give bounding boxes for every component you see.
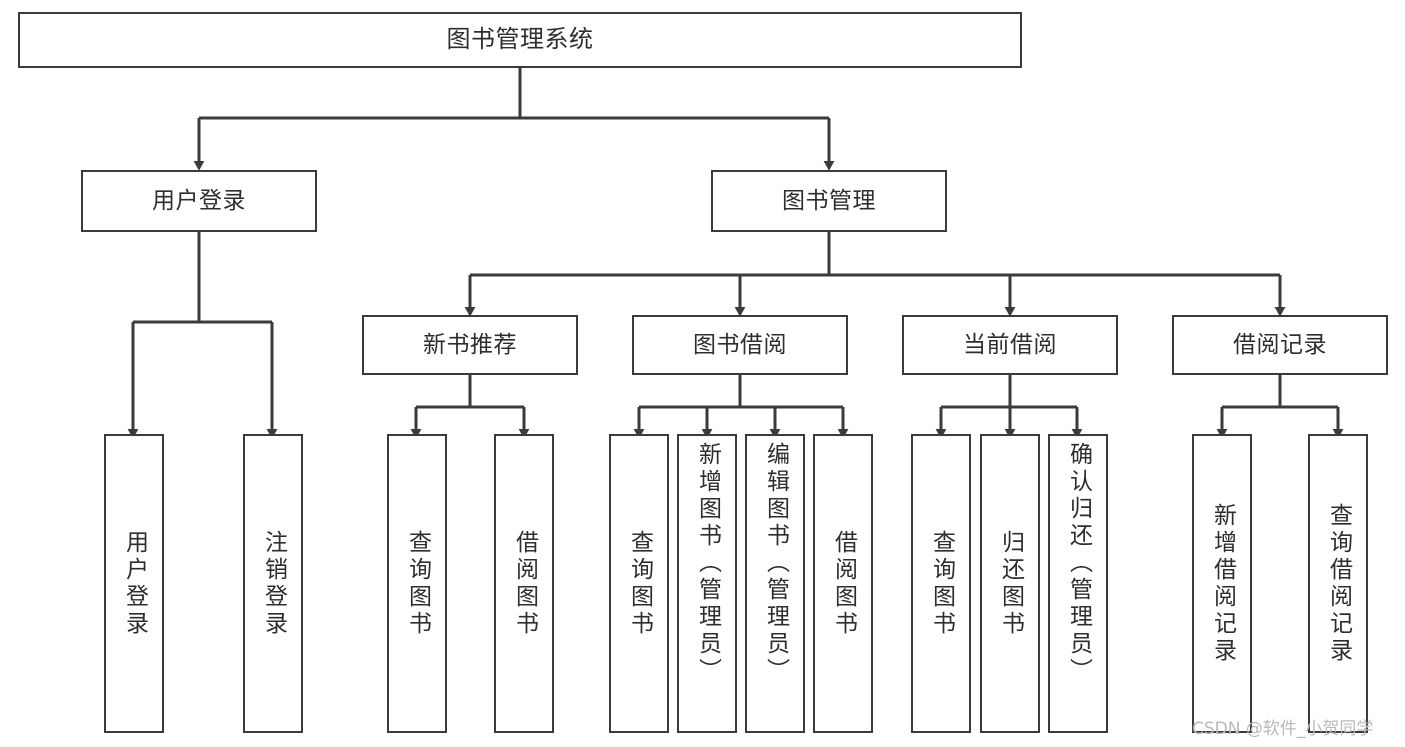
node-new-book-recommend[interactable]: 新书推荐 [362, 315, 578, 375]
leaf-book-borrow-query-book[interactable]: 查询图书 [609, 434, 669, 733]
leaf-user-login-logout[interactable]: 注销登录 [243, 434, 303, 733]
node-user-login[interactable]: 用户登录 [81, 170, 317, 232]
node-book-management[interactable]: 图书管理 [711, 170, 947, 232]
node-label: 用户登录 [121, 529, 148, 638]
node-label: 查询图书 [626, 529, 653, 638]
node-borrow-record[interactable]: 借阅记录 [1172, 315, 1388, 375]
leaf-book-borrow-edit-book-admin[interactable]: 编辑图书（管理员） [745, 434, 805, 733]
node-label: 借阅图书 [830, 529, 857, 638]
leaf-book-borrow-borrow-book[interactable]: 借阅图书 [813, 434, 873, 733]
node-label: 当前借阅 [963, 331, 1057, 358]
leaf-user-login-login[interactable]: 用户登录 [104, 434, 164, 733]
node-current-borrow[interactable]: 当前借阅 [902, 315, 1118, 375]
node-label: 借阅图书 [511, 529, 538, 638]
node-label: 注销登录 [260, 529, 287, 638]
node-label: 归还图书 [997, 529, 1024, 638]
node-label: 查询图书 [404, 529, 431, 638]
node-label: 图书管理系统 [446, 25, 594, 54]
node-label: 用户登录 [152, 187, 246, 214]
leaf-current-borrow-query-book[interactable]: 查询图书 [911, 434, 971, 733]
node-label: 新书推荐 [423, 331, 517, 358]
node-label: 查询图书 [928, 529, 955, 638]
node-label: 图书管理 [782, 187, 876, 214]
leaf-current-borrow-confirm-return-admin[interactable]: 确认归还（管理员） [1048, 434, 1108, 733]
leaf-book-borrow-add-book-admin[interactable]: 新增图书（管理员） [677, 434, 737, 733]
node-label: 新增图书（管理员） [694, 442, 721, 685]
leaf-new-book-query-book[interactable]: 查询图书 [387, 434, 447, 733]
node-label: 编辑图书（管理员） [762, 442, 789, 685]
leaf-current-borrow-return-book[interactable]: 归还图书 [980, 434, 1040, 733]
node-book-borrow[interactable]: 图书借阅 [632, 315, 848, 375]
leaf-borrow-record-query-record[interactable]: 查询借阅记录 [1308, 434, 1368, 733]
leaf-borrow-record-add-record[interactable]: 新增借阅记录 [1192, 434, 1252, 733]
node-label: 新增借阅记录 [1209, 502, 1236, 665]
leaf-new-book-borrow-book[interactable]: 借阅图书 [494, 434, 554, 733]
node-label: 确认归还（管理员） [1065, 442, 1092, 685]
node-label: 借阅记录 [1233, 331, 1327, 358]
node-root-system[interactable]: 图书管理系统 [18, 12, 1022, 68]
node-label: 查询借阅记录 [1325, 502, 1352, 665]
watermark-text: CSDN @软件_小贺同学 [1192, 719, 1374, 739]
node-label: 图书借阅 [693, 331, 787, 358]
